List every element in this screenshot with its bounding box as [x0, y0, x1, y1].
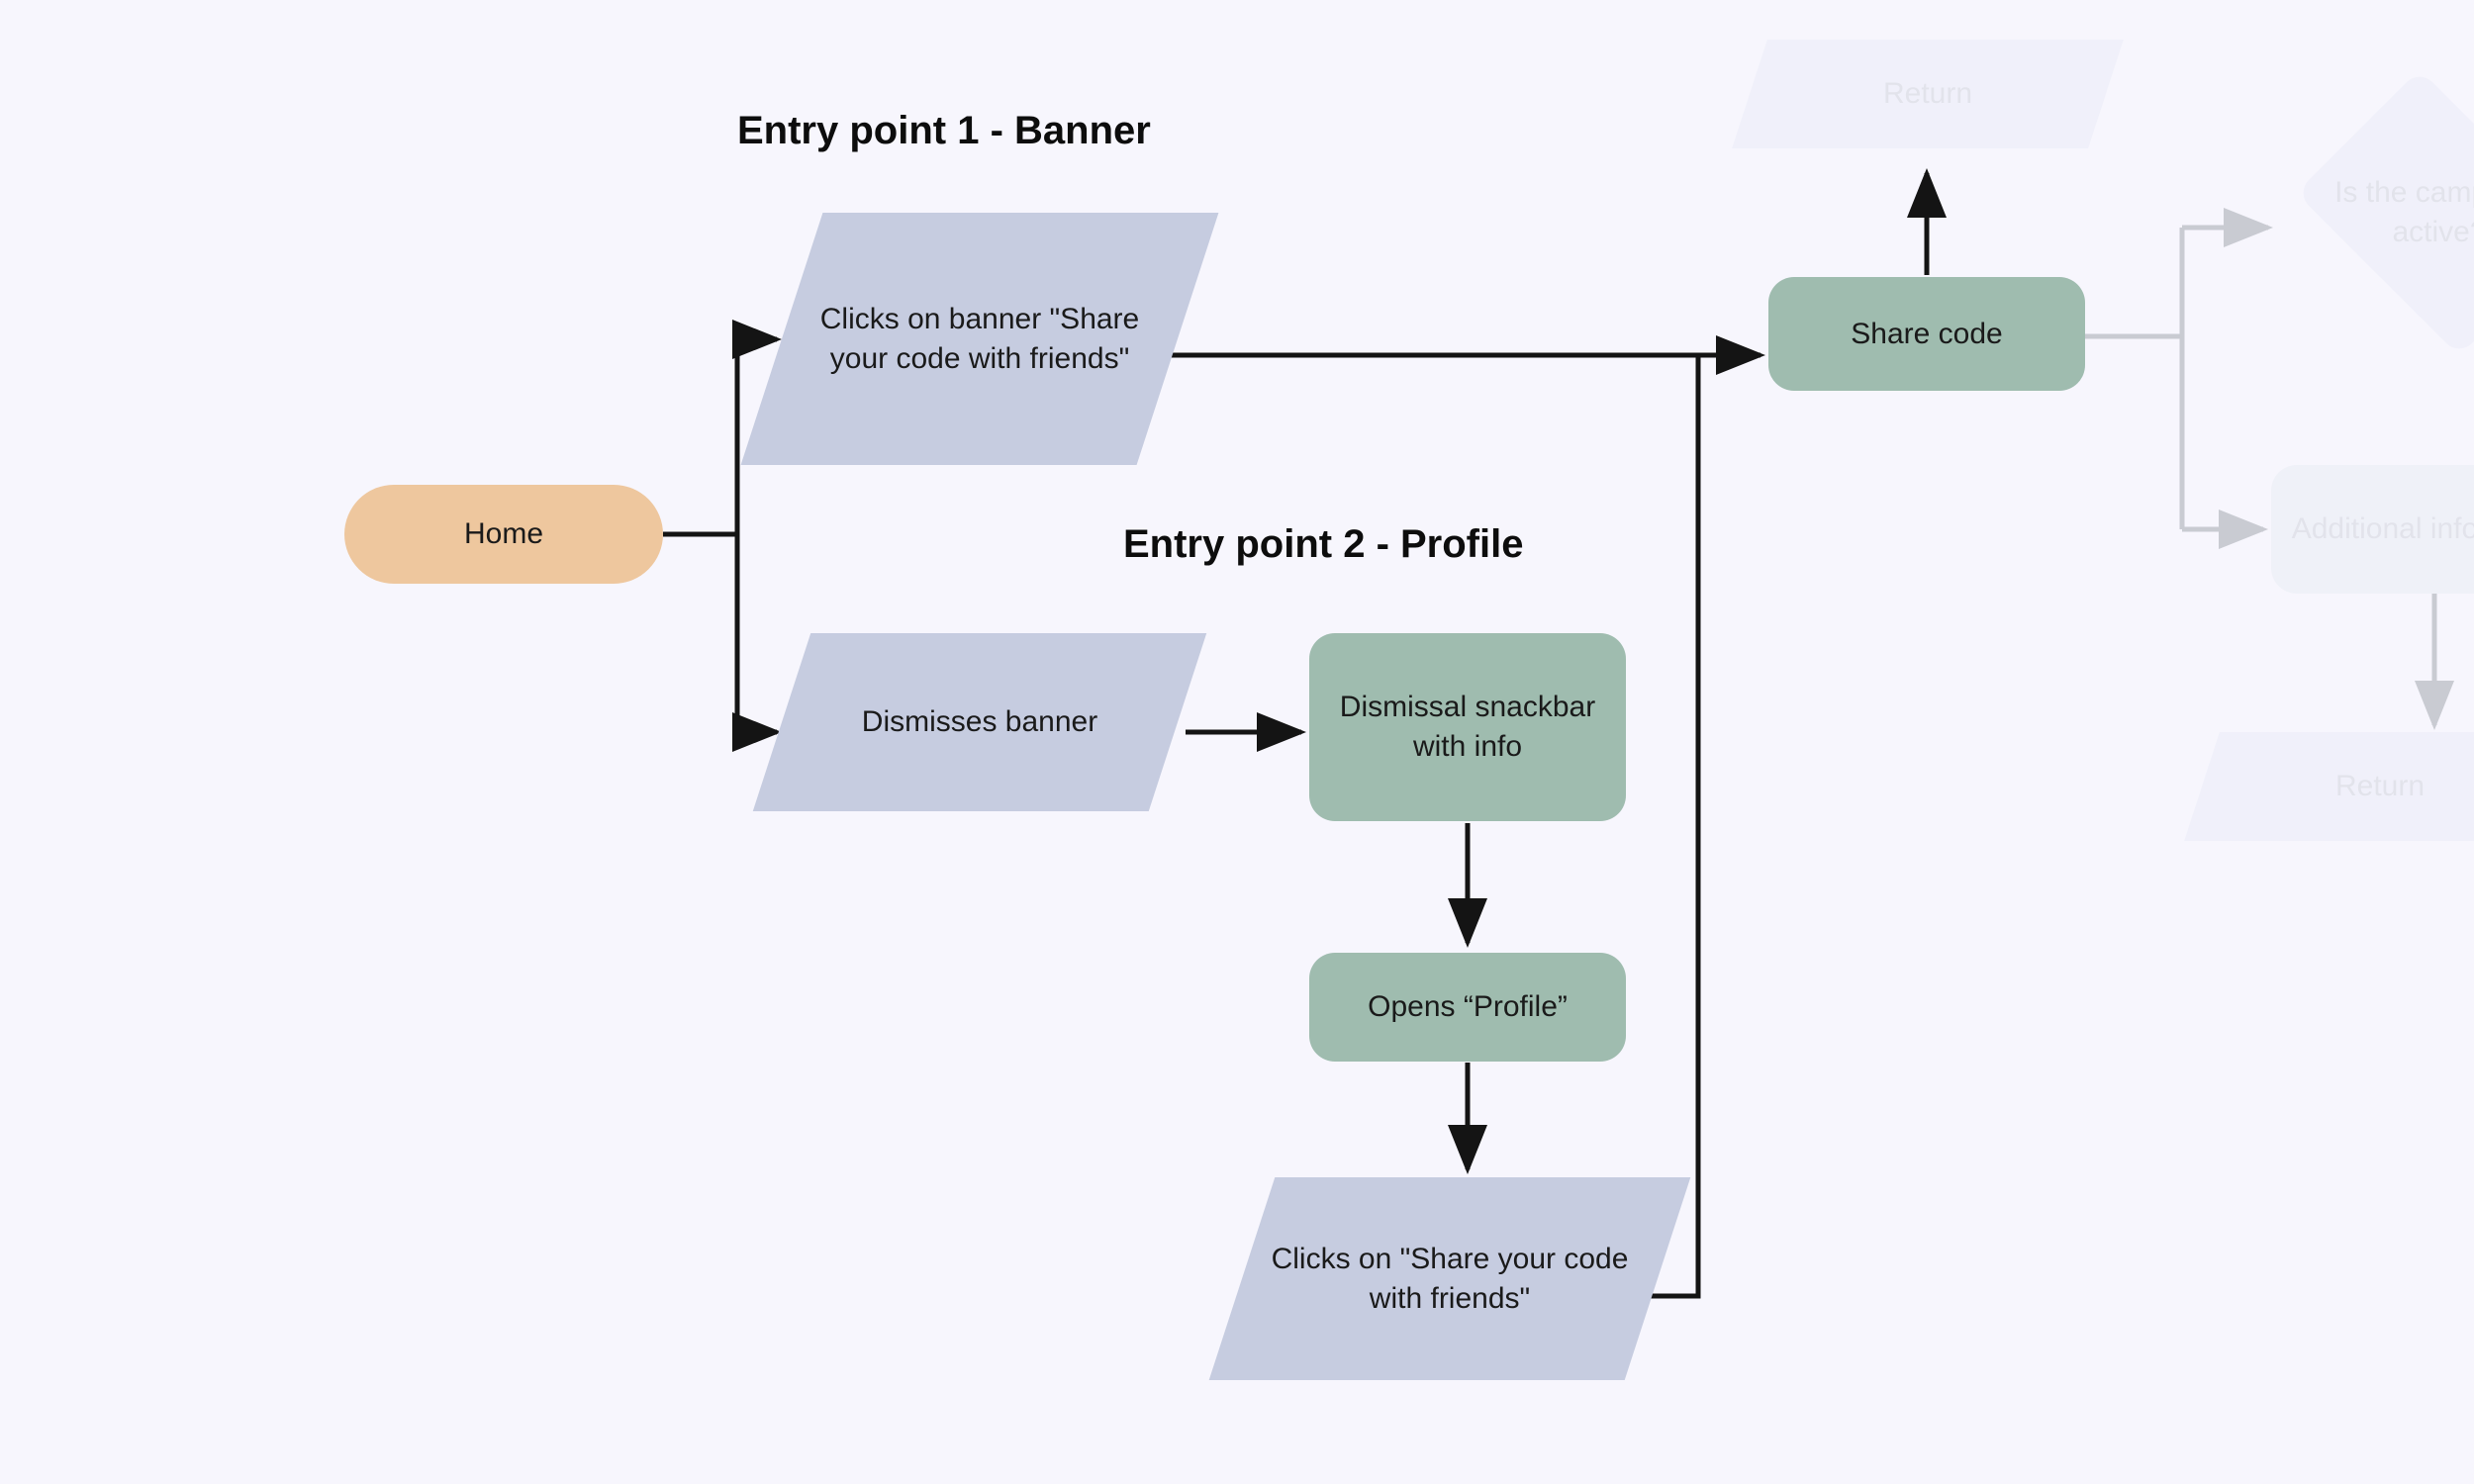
- node-clicks-banner[interactable]: Clicks on banner "Share your code with f…: [740, 213, 1219, 465]
- node-additional-information[interactable]: Additional information: [2271, 465, 2474, 594]
- edge-clicks-share-to-share-code: [1628, 355, 1701, 1299]
- node-return-top-label: Return: [1882, 77, 1973, 111]
- node-opens-profile-label: Opens “Profile”: [1368, 990, 1568, 1024]
- node-is-campaign-active-label: Is the campaign active?: [2334, 176, 2474, 248]
- node-share-code[interactable]: Share code: [1768, 277, 2085, 391]
- node-dismissal-snackbar-label: Dismissal snackbar with info: [1339, 691, 1596, 763]
- node-dismisses-banner[interactable]: Dismisses banner: [752, 633, 1207, 811]
- node-additional-information-label: Additional information: [2291, 512, 2474, 546]
- node-clicks-share-profile[interactable]: Clicks on "Share your code with friends": [1208, 1177, 1691, 1380]
- section-title-entry-point-2: Entry point 2 - Profile: [1123, 522, 1524, 566]
- node-home-label: Home: [463, 517, 544, 551]
- node-clicks-share-profile-label: Clicks on "Share your code with friends": [1271, 1242, 1629, 1315]
- node-is-campaign-active[interactable]: Is the campaign active?: [2276, 69, 2474, 356]
- section-title-entry-point-1: Entry point 1 - Banner: [737, 109, 1151, 152]
- node-clicks-banner-label: Clicks on banner "Share your code with f…: [819, 302, 1140, 375]
- node-opens-profile[interactable]: Opens “Profile”: [1309, 953, 1626, 1062]
- node-dismissal-snackbar[interactable]: Dismissal snackbar with info: [1309, 633, 1626, 821]
- node-share-code-label: Share code: [1851, 317, 2003, 350]
- node-home[interactable]: Home: [344, 485, 663, 584]
- node-return-bottom[interactable]: Return: [2184, 732, 2474, 841]
- node-return-bottom-label: Return: [2334, 770, 2426, 803]
- node-dismisses-banner-label: Dismisses banner: [861, 705, 1098, 739]
- node-return-top[interactable]: Return: [1732, 40, 2124, 148]
